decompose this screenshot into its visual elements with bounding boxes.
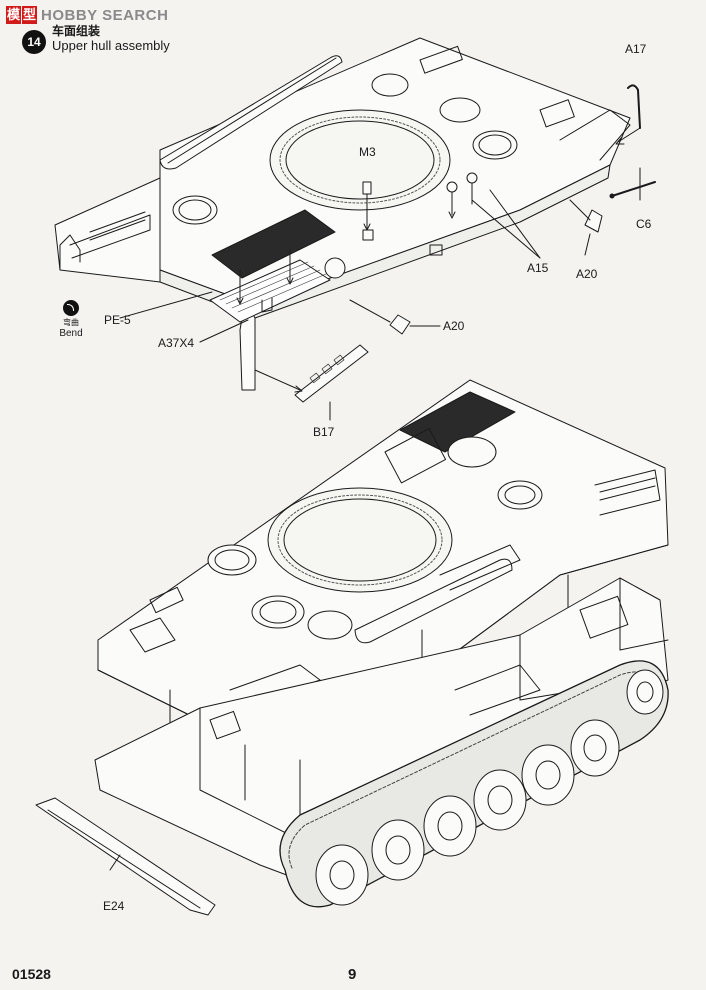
step-title-english: Upper hull assembly [52, 38, 170, 53]
upper-hull-exploded [54, 37, 656, 421]
upper-hull-assembled [97, 379, 669, 803]
bend-label-english: Bend [59, 328, 83, 339]
bend-icon [63, 300, 79, 316]
watermark-glyph: 型 [22, 6, 37, 24]
page-number: 9 [348, 966, 357, 983]
product-code: 01528 [12, 966, 51, 982]
callout-e24: E24 [103, 899, 125, 913]
step-titles: 车面组装 Upper hull assembly [52, 24, 170, 54]
callout-c6: C6 [636, 217, 652, 231]
callout-a15: A15 [527, 261, 549, 275]
callout-a17: A17 [625, 42, 647, 56]
callout-b17: B17 [313, 425, 335, 439]
lower-hull-chassis [35, 577, 669, 916]
watermark: 模 型 HOBBY SEARCH [6, 4, 168, 26]
callout-a20-left: A20 [443, 319, 465, 333]
callout-a37x4: A37X4 [158, 336, 195, 350]
callout-pe5: PE-5 [104, 313, 131, 327]
step-title-chinese: 车面组装 [52, 24, 101, 38]
bend-label-chinese: 弯曲 [63, 318, 79, 327]
step-header: 14 车面组装 Upper hull assembly [22, 24, 170, 54]
watermark-logo: 模 型 [6, 6, 37, 24]
watermark-glyph: 模 [6, 6, 21, 24]
watermark-text: HOBBY SEARCH [41, 6, 169, 24]
bend-note: 弯曲 Bend [56, 300, 86, 339]
step-number-badge: 14 [22, 30, 46, 54]
callout-a20-right: A20 [576, 267, 598, 281]
callout-m3: M3 [359, 145, 376, 159]
